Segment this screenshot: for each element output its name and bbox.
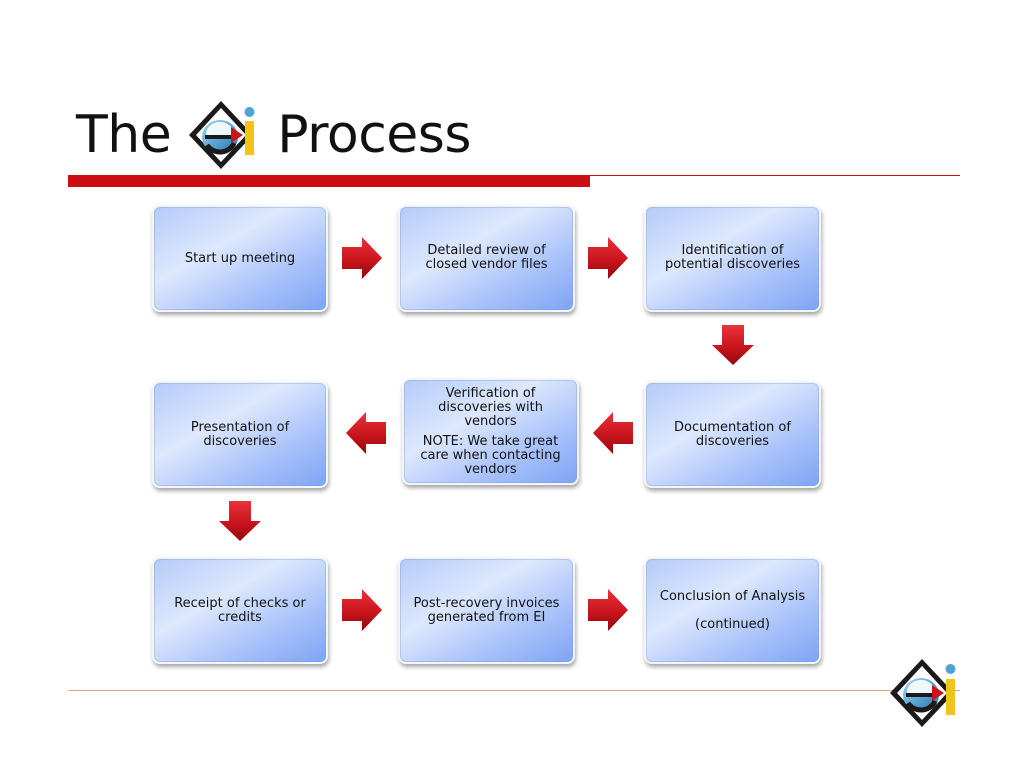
- step-documentation-label: Documentation of discoveries: [674, 419, 791, 449]
- red-arrow-right-icon: [342, 589, 382, 631]
- step-presentation-label: Presentation of discoveries: [190, 419, 290, 449]
- step-conclusion-label: Conclusion of Analysis: [659, 588, 806, 604]
- step-receipt: Receipt of checks or credits: [152, 557, 328, 664]
- red-arrow-left-icon: [593, 412, 633, 454]
- step-start-label: Start up meeting: [184, 250, 296, 266]
- ei-logo: [189, 101, 255, 169]
- red-arrow-left-icon: [346, 412, 386, 454]
- step-identify-label: Identification of potential discoveries: [664, 243, 801, 272]
- title-process: Process: [277, 105, 471, 165]
- step-review-label: Detailed review of closed vendor files: [425, 243, 548, 272]
- step-post-recovery: Post-recovery invoices generated from EI: [398, 557, 575, 664]
- step-verification-note: NOTE: We take great care when contacting…: [420, 433, 561, 477]
- red-arrow-right-icon: [342, 237, 382, 279]
- red-arrow-right-icon: [588, 237, 628, 279]
- red-arrow-down-icon: [219, 501, 261, 541]
- step-detailed-review: Detailed review of closed vendor files: [398, 205, 575, 312]
- step-presentation: Presentation of discoveries: [152, 381, 328, 488]
- step-verification-label: Verification of discoveries with vendors: [438, 385, 543, 429]
- step-verification: Verification of discoveries with vendors…: [402, 378, 579, 485]
- step-receipt-label: Receipt of checks or credits: [174, 595, 306, 625]
- step-conclusion: Conclusion of Analysis (continued): [644, 557, 821, 664]
- title-rule-thin: [590, 175, 960, 176]
- step-documentation: Documentation of discoveries: [644, 381, 821, 488]
- title-the: The: [76, 105, 172, 165]
- red-arrow-down-icon: [712, 325, 754, 365]
- step-postrecovery-label: Post-recovery invoices generated from EI: [413, 595, 560, 625]
- step-identification: Identification of potential discoveries: [644, 205, 821, 312]
- step-conclusion-note: (continued): [695, 616, 770, 632]
- footer-rule: [68, 690, 960, 691]
- title-rule-thick: [68, 175, 590, 187]
- ei-logo: [890, 659, 956, 727]
- red-arrow-right-icon: [588, 589, 628, 631]
- slide-title: The Process: [76, 100, 471, 170]
- step-start-up-meeting: Start up meeting: [152, 205, 328, 312]
